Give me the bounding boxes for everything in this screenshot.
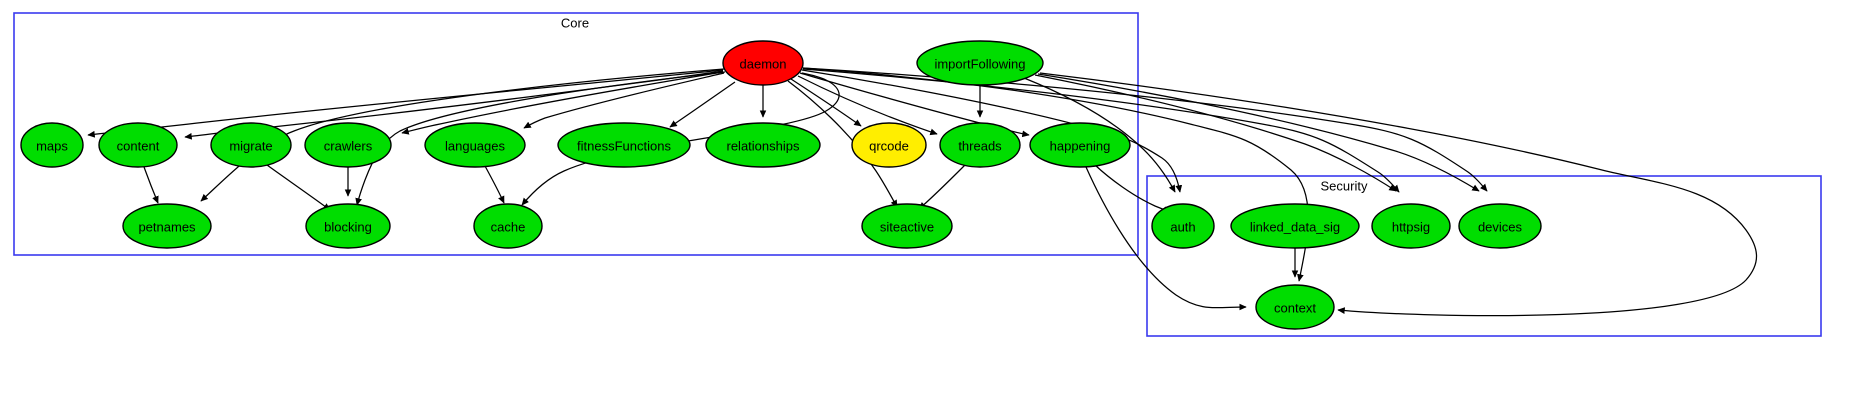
- edge-daemon-to-devices: [802, 67, 1488, 192]
- cluster-security: Security: [1146, 175, 1822, 337]
- edge-daemon-to-httpsig: [802, 68, 1400, 193]
- node-context[interactable]: context: [1255, 284, 1335, 330]
- edge-daemon-to-cache: [521, 72, 840, 206]
- nodes-layer: maps content migrate crawlers languages fitne…: [20, 40, 1542, 330]
- edge-daemon-to-threads: [797, 75, 938, 136]
- edge-migrate-to-blocking: [266, 164, 331, 211]
- node-shape-maps[interactable]: [20, 122, 84, 168]
- edge-importFollowing-to-httpsig: [1034, 74, 1397, 192]
- cluster-border-core: [13, 12, 1139, 256]
- node-httpsig[interactable]: httpsig: [1371, 203, 1451, 249]
- node-shape-linked_data_sig[interactable]: [1230, 203, 1360, 249]
- cluster-label-core: Core: [561, 15, 589, 30]
- node-shape-happening[interactable]: [1029, 122, 1131, 168]
- edge-daemon-to-languages: [523, 72, 725, 129]
- node-shape-daemon[interactable]: [722, 40, 804, 86]
- node-shape-languages[interactable]: [424, 122, 526, 168]
- edge-daemon-to-blocking: [355, 71, 726, 206]
- edge-happening-to-auth: [1094, 164, 1171, 213]
- node-shape-fitnessFunctions[interactable]: [557, 122, 691, 168]
- node-importFollowing[interactable]: importFollowing: [916, 40, 1044, 86]
- node-qrcode[interactable]: qrcode: [851, 122, 927, 168]
- node-migrate[interactable]: migrate: [210, 122, 292, 168]
- node-relationships[interactable]: relationships: [705, 122, 821, 168]
- node-shape-importFollowing[interactable]: [916, 40, 1044, 86]
- edge-daemon-to-happening: [799, 72, 1030, 138]
- node-shape-threads[interactable]: [939, 122, 1021, 168]
- edge-importFollowing-to-auth: [1023, 77, 1176, 193]
- node-shape-siteactive[interactable]: [861, 203, 953, 249]
- edge-importFollowing-to-devices: [1037, 73, 1480, 192]
- node-blocking[interactable]: blocking: [305, 203, 391, 249]
- node-fitnessFunctions[interactable]: fitnessFunctions: [557, 122, 691, 168]
- edge-importFollowing-to-context: [1039, 72, 1758, 317]
- node-shape-migrate[interactable]: [210, 122, 292, 168]
- edges-layer: [87, 67, 1758, 317]
- cluster-core: Core: [13, 12, 1139, 256]
- cluster-border-security: [1146, 175, 1822, 337]
- edge-happening-to-context: [1085, 166, 1247, 311]
- node-auth[interactable]: auth: [1151, 203, 1215, 249]
- node-devices[interactable]: devices: [1458, 203, 1542, 249]
- node-shape-relationships[interactable]: [705, 122, 821, 168]
- edge-daemon-to-fitnessFunctions: [669, 81, 736, 128]
- node-threads[interactable]: threads: [939, 122, 1021, 168]
- node-shape-httpsig[interactable]: [1371, 203, 1451, 249]
- node-happening[interactable]: happening: [1029, 122, 1131, 168]
- node-shape-crawlers[interactable]: [304, 122, 392, 168]
- node-shape-blocking[interactable]: [305, 203, 391, 249]
- node-shape-auth[interactable]: [1151, 203, 1215, 249]
- node-shape-petnames[interactable]: [122, 203, 212, 249]
- edge-daemon-to-crawlers: [401, 71, 724, 135]
- node-content[interactable]: content: [98, 122, 178, 168]
- node-languages[interactable]: languages: [424, 122, 526, 168]
- node-daemon[interactable]: daemon: [722, 40, 804, 86]
- node-shape-qrcode[interactable]: [851, 122, 927, 168]
- edge-languages-to-cache: [484, 165, 505, 204]
- cluster-label-security: Security: [1321, 178, 1368, 193]
- node-petnames[interactable]: petnames: [122, 203, 212, 249]
- node-shape-cache[interactable]: [473, 203, 543, 249]
- edge-threads-to-siteactive: [918, 164, 966, 210]
- node-shape-content[interactable]: [98, 122, 178, 168]
- node-maps[interactable]: maps: [20, 122, 84, 168]
- node-shape-context[interactable]: [1255, 284, 1335, 330]
- node-crawlers[interactable]: crawlers: [304, 122, 392, 168]
- node-cache[interactable]: cache: [473, 203, 543, 249]
- edge-daemon-to-qrcode: [790, 78, 862, 127]
- node-siteactive[interactable]: siteactive: [861, 203, 953, 249]
- node-shape-devices[interactable]: [1458, 203, 1542, 249]
- edge-content-to-petnames: [143, 166, 159, 204]
- node-linked_data_sig[interactable]: linked_data_sig: [1230, 203, 1360, 249]
